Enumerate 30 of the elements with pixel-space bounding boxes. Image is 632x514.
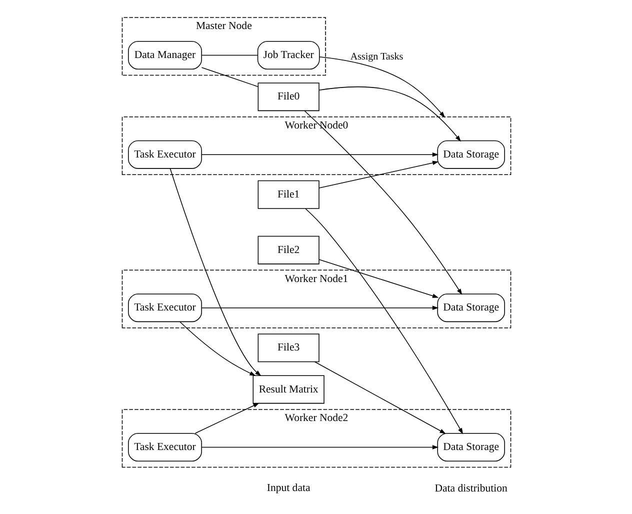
arrow	[314, 362, 446, 434]
node-box: Data Manager	[128, 40, 202, 70]
node-box: Result Matrix	[252, 375, 324, 404]
edge-label: Assign Tasks	[350, 51, 403, 62]
node-box: Task Executor	[128, 432, 202, 462]
arrow	[200, 152, 438, 157]
arrow	[318, 56, 445, 118]
arrow	[179, 322, 256, 376]
node-box: File0	[257, 82, 319, 112]
arrow	[318, 86, 460, 142]
arrow	[318, 259, 438, 298]
connector	[200, 67, 258, 88]
node-box: File1	[257, 180, 319, 209]
arrow	[169, 168, 261, 376]
connector	[200, 54, 258, 56]
node-box: Data Storage	[436, 140, 504, 169]
node-box: Task Executor	[128, 294, 202, 322]
arrow	[194, 402, 259, 434]
arrow	[200, 306, 438, 310]
arrow	[304, 208, 463, 434]
node-box: File2	[257, 236, 319, 264]
arrow	[318, 160, 438, 188]
node-box: File3	[257, 334, 319, 362]
label: Input data	[266, 482, 310, 494]
node-box: Data Storage	[436, 294, 504, 322]
node-box: Task Executor	[128, 140, 202, 169]
arrow	[200, 445, 438, 450]
label: Data distribution	[434, 482, 507, 495]
node-box: Data Storage	[436, 432, 504, 462]
node-box: Job Tracker	[256, 40, 320, 70]
